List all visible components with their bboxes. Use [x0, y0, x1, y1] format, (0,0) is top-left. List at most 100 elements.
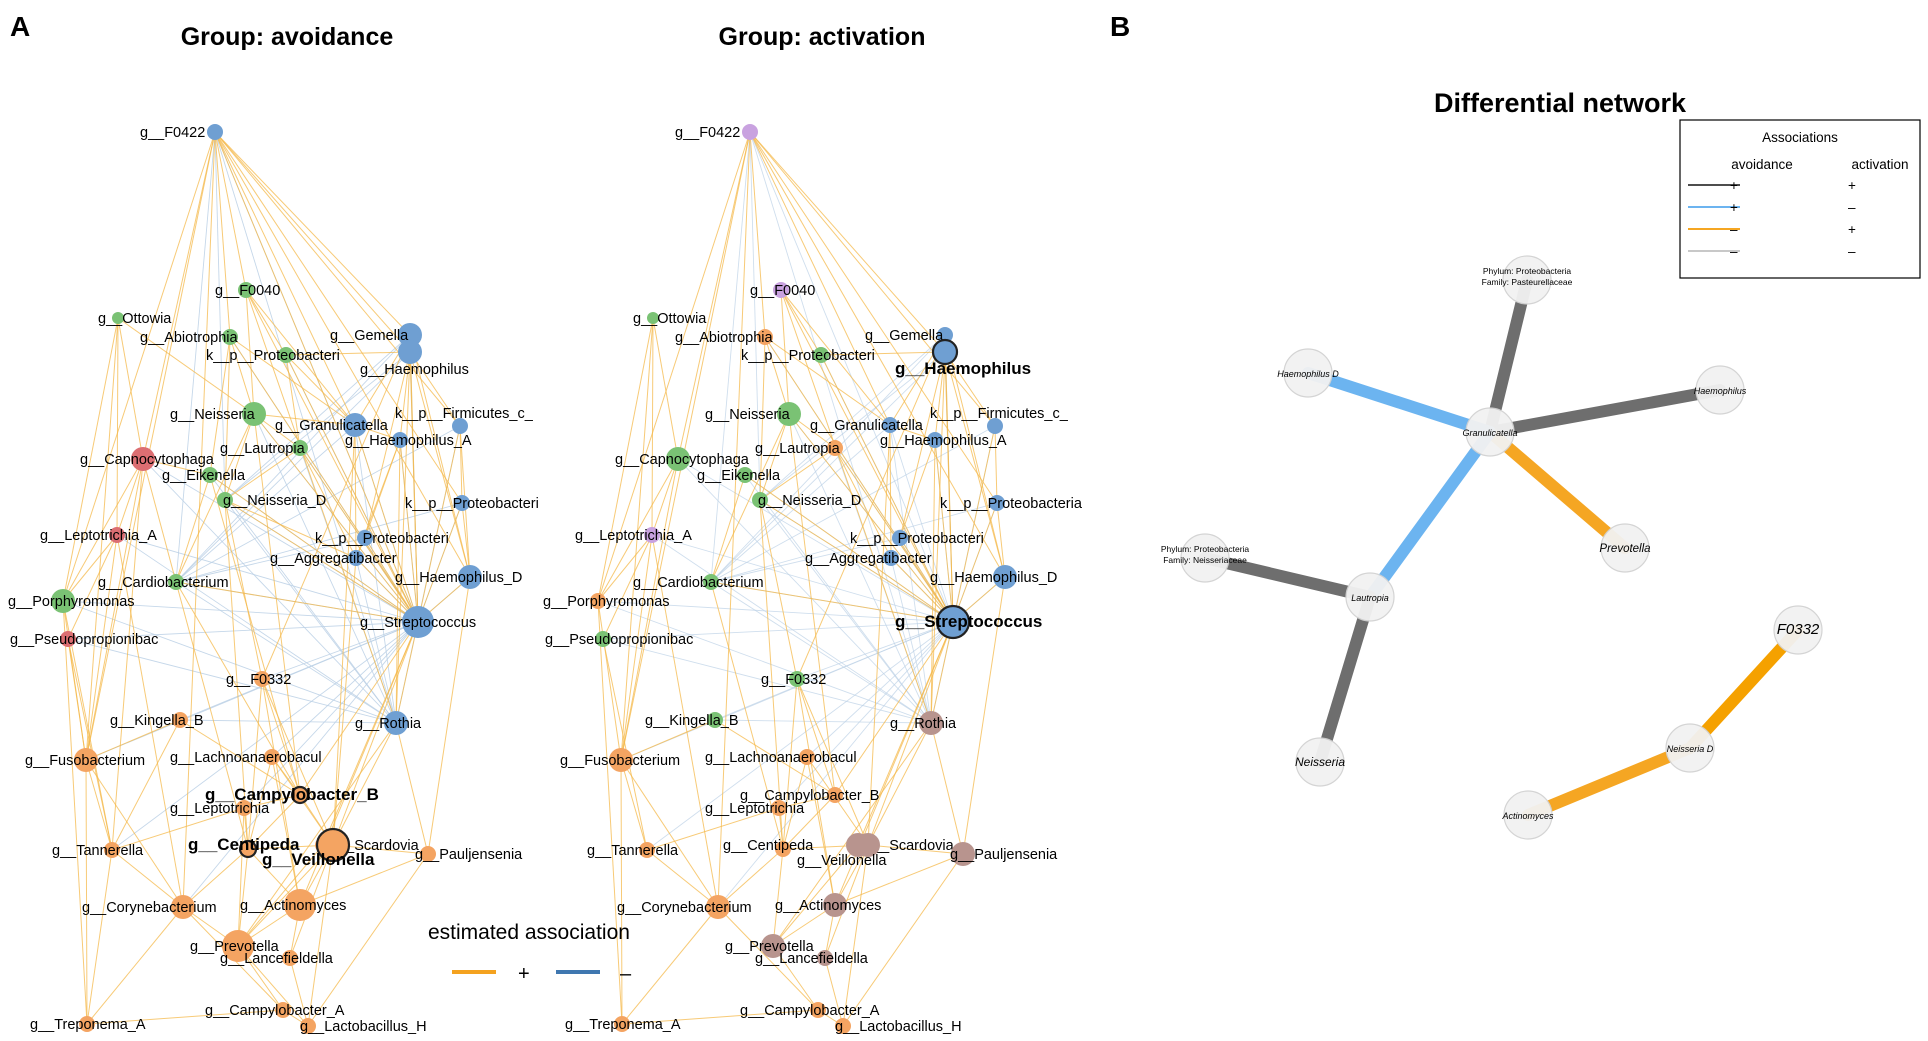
- node-label: k__p__Proteobacteria: [940, 496, 1083, 512]
- diff-node: [1180, 533, 1230, 583]
- edge-positive: [952, 502, 998, 623]
- node-label: g__Actinomyces: [240, 898, 346, 914]
- network-node: [112, 312, 124, 324]
- network-activation: g__F0422g__F0040g__Ottowiag__Abiotrophia…: [543, 124, 1083, 1035]
- edge-positive: [597, 600, 622, 761]
- edge-positive: [224, 336, 231, 501]
- edge-positive: [261, 678, 334, 846]
- edge-positive: [646, 807, 780, 851]
- network-node: [882, 417, 898, 433]
- edge-positive: [820, 354, 954, 623]
- node-label: g__Scardovia: [865, 838, 955, 854]
- edge-positive: [710, 581, 784, 850]
- edge-positive: [409, 334, 471, 578]
- edge-negative: [749, 131, 932, 724]
- edge-positive: [867, 722, 932, 846]
- node-label: g__F0332: [226, 672, 291, 688]
- edge-positive: [899, 439, 936, 539]
- edge-positive: [261, 678, 301, 796]
- edge-positive: [952, 425, 996, 623]
- network-node: [827, 440, 843, 456]
- edge-positive: [651, 458, 679, 536]
- node-label: g__Tannerella: [52, 843, 144, 859]
- edge-positive: [395, 722, 429, 855]
- diff-node: [1503, 790, 1553, 840]
- edge-positive: [117, 317, 255, 415]
- network-node: [951, 842, 975, 866]
- edge-positive: [62, 600, 88, 1025]
- edge-positive: [214, 131, 471, 578]
- edge-positive: [597, 600, 623, 1025]
- edge-positive: [243, 794, 301, 809]
- edge-positive: [214, 131, 247, 291]
- legend-minus-sign: –: [620, 963, 632, 985]
- edge-positive: [86, 1009, 284, 1025]
- network-node: [290, 785, 310, 805]
- edge-positive: [175, 581, 249, 850]
- edge-negative: [175, 537, 366, 583]
- network-node: [666, 447, 690, 471]
- edge-positive: [778, 794, 836, 809]
- edge-negative: [175, 131, 216, 583]
- edge-positive: [788, 413, 836, 796]
- node-label: k__p__Firmicutes_c_: [930, 406, 1069, 422]
- diff-legend-activation-sign: –: [1848, 244, 1856, 259]
- edge-negative: [142, 458, 397, 724]
- edge-positive: [289, 957, 309, 1027]
- network-node: [987, 418, 1003, 434]
- diff-node: [1665, 723, 1715, 773]
- diff-edge: [1364, 426, 1496, 603]
- edge-positive: [620, 131, 751, 761]
- edge-positive: [245, 289, 255, 415]
- edge-negative: [778, 621, 954, 809]
- diff-node-phylum: Phylum: Proteobacteria: [1483, 266, 1572, 276]
- node-label: g__Corynebacterium: [617, 900, 752, 916]
- edge-positive: [652, 317, 679, 460]
- network-node: [420, 846, 436, 862]
- node-label: g__Pseudopropionibac: [10, 632, 158, 648]
- diff-legend-avoidance-sign: +: [1730, 178, 1738, 193]
- edge-positive: [111, 458, 144, 851]
- node-label: g__Rothia: [890, 716, 957, 732]
- edge-positive: [182, 848, 249, 908]
- edge-positive: [285, 354, 419, 623]
- edge-positive: [749, 131, 946, 353]
- edge-positive: [399, 439, 419, 623]
- node-label: g__Actinomyces: [775, 898, 881, 914]
- node-label: g__Granulicatella: [275, 418, 389, 434]
- node-label: g__Neisseria: [705, 407, 791, 423]
- node-label: g__F0422: [140, 125, 205, 141]
- edge-positive: [214, 131, 411, 353]
- node-label: g__Kingella_B: [110, 713, 204, 729]
- network-node: [343, 413, 367, 437]
- edge-positive: [602, 534, 653, 640]
- node-label: g__Leptotrichia_A: [575, 528, 692, 544]
- diff-edge: [1484, 426, 1631, 554]
- edge-positive: [214, 131, 463, 504]
- edge-positive: [621, 906, 719, 1025]
- diff-edge: [1484, 384, 1726, 438]
- network-node: [892, 530, 908, 546]
- edge-negative: [651, 534, 932, 724]
- edge-positive: [934, 439, 954, 623]
- node-label: g__Lactobacillus_H: [300, 1019, 427, 1035]
- edge-positive: [307, 853, 429, 1027]
- edge-positive: [85, 534, 118, 761]
- node-label: g__Veillonella: [262, 850, 375, 869]
- edge-positive: [759, 413, 790, 501]
- edge-positive: [62, 131, 216, 602]
- edge-positive: [237, 945, 309, 1027]
- diff-node: [1502, 255, 1552, 305]
- node-label: g__F0332: [761, 672, 826, 688]
- differential-legend-col1: avoidance: [1731, 157, 1793, 172]
- network-node: [384, 711, 408, 735]
- edge-positive: [142, 131, 216, 460]
- edge-positive: [299, 447, 357, 559]
- edge-positive: [229, 336, 356, 426]
- node-label: g__Rothia: [355, 716, 422, 732]
- node-label: g__Campylobacter_B: [205, 785, 379, 804]
- network-node: [810, 1002, 826, 1018]
- diff-node-label: F0332: [1777, 621, 1820, 638]
- edge-positive: [214, 131, 231, 338]
- node-label: g__Prevotella: [725, 939, 815, 955]
